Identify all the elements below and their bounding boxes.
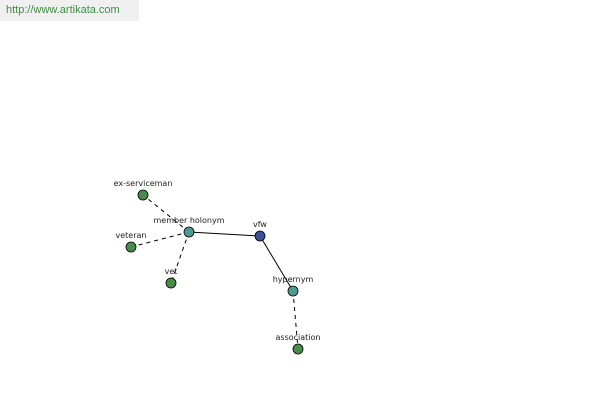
node-hypernym[interactable]: hypernym xyxy=(273,275,314,297)
node-label-hypernym: hypernym xyxy=(273,275,314,284)
node-veteran[interactable]: veteran xyxy=(116,231,147,253)
node-circle-vet[interactable] xyxy=(165,277,177,289)
node-label-veteran: veteran xyxy=(116,231,147,240)
edges-layer xyxy=(130,194,299,350)
edge-member-holonym-ex-serviceman xyxy=(142,194,190,233)
node-circle-association[interactable] xyxy=(292,343,304,355)
node-circle-member-holonym[interactable] xyxy=(183,226,195,238)
node-circle-ex-serviceman[interactable] xyxy=(137,189,149,201)
edge-member-holonym-veteran xyxy=(130,231,190,248)
node-circle-hypernym[interactable] xyxy=(287,285,299,297)
edge-member-holonym-vfw xyxy=(188,231,261,237)
nodes-layer: vfw member holonym hypernym ex-serviceman ve… xyxy=(114,179,321,355)
site-url-link[interactable]: http://www.artikata.com xyxy=(0,0,139,21)
edge-member-holonym-vet xyxy=(170,231,190,284)
node-association[interactable]: association xyxy=(276,333,321,355)
node-vet[interactable]: vet xyxy=(165,267,178,289)
node-member-holonym[interactable]: member holonym xyxy=(153,216,225,238)
node-vfw[interactable]: vfw xyxy=(253,220,267,242)
node-ex-serviceman[interactable]: ex-serviceman xyxy=(114,179,173,201)
node-label-vfw: vfw xyxy=(253,220,267,229)
node-circle-vfw[interactable] xyxy=(254,230,266,242)
node-label-member-holonym: member holonym xyxy=(153,216,224,225)
node-circle-veteran[interactable] xyxy=(125,241,137,253)
edge-hypernym-association xyxy=(292,290,299,350)
node-label-ex-serviceman: ex-serviceman xyxy=(114,179,173,188)
edge-vfw-hypernym xyxy=(259,235,294,292)
node-label-association: association xyxy=(276,333,321,342)
node-label-vet: vet xyxy=(165,267,178,276)
